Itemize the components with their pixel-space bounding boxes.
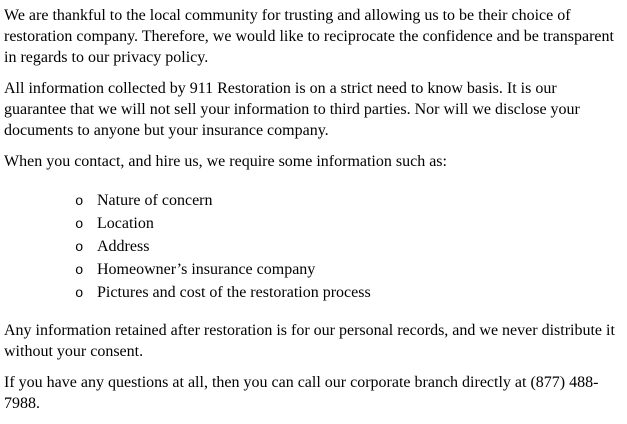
paragraph-contact: If you have any questions at all, then y… (4, 374, 599, 412)
list-item-label: Location (97, 215, 154, 232)
list-item: o Homeowner’s insurance company (4, 259, 621, 282)
circle-bullet-icon: o (75, 240, 84, 256)
required-info-list: o Nature of concern o Location o Address… (4, 190, 621, 305)
paragraph-intro: We are thankful to the local community f… (4, 7, 614, 66)
circle-bullet-icon: o (75, 217, 84, 233)
paragraph-info-request: When you contact, and hire us, we requir… (4, 153, 447, 170)
document-page: We are thankful to the local community f… (4, 7, 621, 412)
paragraph-records: Any information retained after restorati… (4, 322, 615, 360)
list-item: o Address (4, 236, 621, 259)
list-item-label: Nature of concern (97, 192, 213, 209)
list-item-label: Address (97, 238, 150, 255)
list-item-label: Homeowner’s insurance company (97, 261, 316, 278)
list-item: o Pictures and cost of the restoration p… (4, 282, 621, 305)
list-item: o Nature of concern (4, 190, 621, 213)
paragraph-guarantee: All information collected by 911 Restora… (4, 80, 580, 139)
list-item: o Location (4, 213, 621, 236)
circle-bullet-icon: o (75, 194, 84, 210)
circle-bullet-icon: o (75, 263, 84, 279)
list-item-label: Pictures and cost of the restoration pro… (97, 284, 371, 301)
circle-bullet-icon: o (75, 286, 84, 302)
